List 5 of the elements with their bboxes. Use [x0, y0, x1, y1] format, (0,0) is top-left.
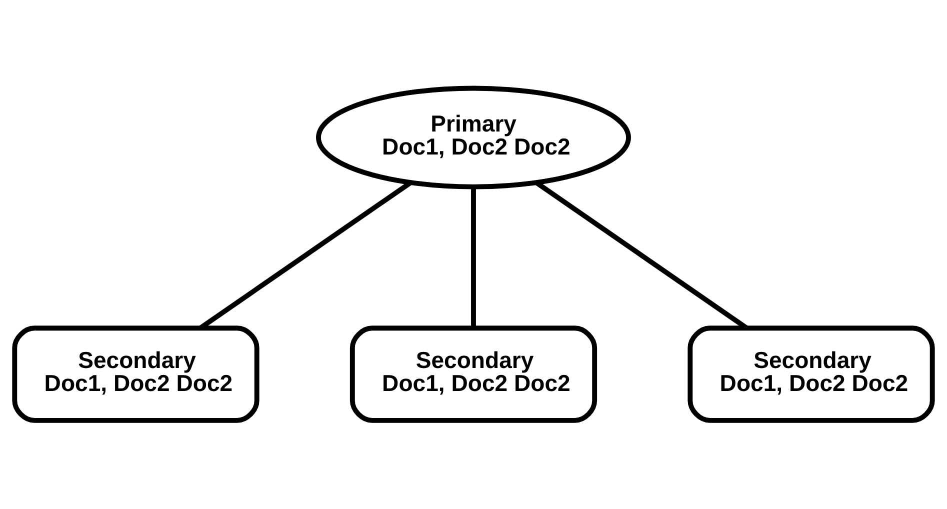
connector [471, 186, 476, 328]
node-box: Secondary Doc1, Doc2 Doc2 [12, 326, 260, 423]
node-box: Secondary Doc1, Doc2 Doc2 [688, 326, 935, 423]
node-box: Secondary Doc1, Doc2 Doc2 [350, 326, 598, 423]
node-ellipse: Primary Doc1, Doc2 Doc2 [316, 86, 631, 190]
